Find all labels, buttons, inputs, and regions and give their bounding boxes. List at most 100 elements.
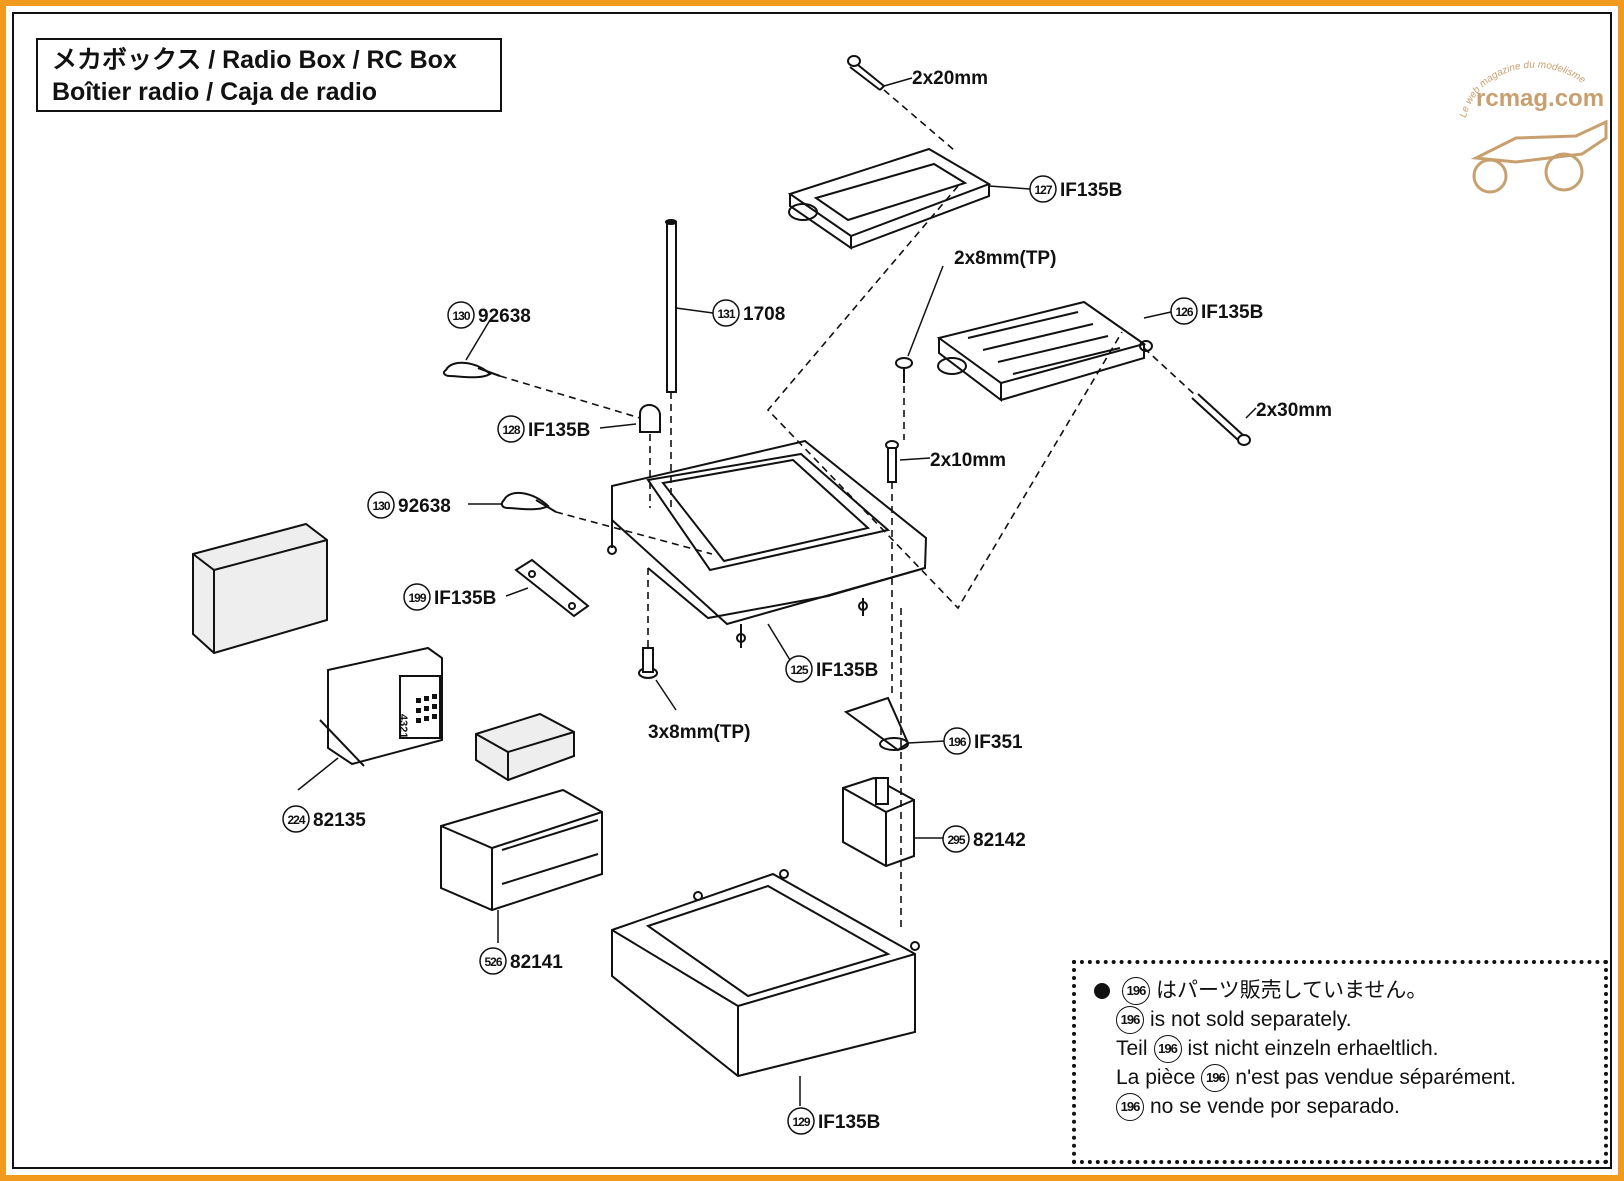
- note-part-number: 196: [1201, 1063, 1230, 1092]
- screw-3x8-icon: [638, 647, 658, 679]
- note-part-number: 196: [1116, 1092, 1144, 1121]
- receiver-label: 4321: [397, 714, 409, 738]
- callout-part-224: 224 82135: [282, 805, 366, 833]
- foam-small-icon: [475, 712, 575, 782]
- callout-number-circle: [785, 655, 813, 683]
- callout-number-circle: [497, 415, 525, 443]
- callout-code: IF135B: [818, 1112, 880, 1133]
- note-fr: La pièce 196 n'est pas vendue séparément…: [1094, 1063, 1586, 1092]
- watermark-logo: Le web magazine du modelisme rcmag.com: [1458, 60, 1608, 194]
- lid-126-icon: [936, 300, 1153, 403]
- callout-screw-3x8tp: 3x8mm(TP): [648, 722, 750, 743]
- antenna-pole-131-icon: [665, 219, 677, 393]
- callout-code: 2x10mm: [930, 450, 1006, 471]
- callout-part-128: 128 IF135B: [497, 415, 590, 443]
- callout-part-130b: 130 92638: [367, 491, 451, 519]
- callout-number: 127: [1034, 183, 1052, 197]
- callout-number: 224: [287, 813, 305, 827]
- callout-code: IF135B: [816, 660, 878, 681]
- note-de: Teil 196 ist nicht einzeln erhaeltlich.: [1094, 1034, 1586, 1063]
- note-jp-text: はパーツ販売していません。: [1156, 979, 1428, 1002]
- screw-2x10-icon: [885, 440, 899, 483]
- callout-number-circle: [479, 947, 507, 975]
- callout-number-circle: [712, 299, 740, 327]
- watermark-brand: rcmag.com: [1476, 85, 1604, 112]
- callout-code: IF135B: [528, 420, 590, 441]
- callout-screw-2x8tp: 2x8mm(TP): [954, 248, 1056, 269]
- callout-code: 92638: [398, 496, 451, 517]
- note-en: 196 is not sold separately.: [1094, 1005, 1586, 1034]
- callout-number-circle: [1029, 175, 1057, 203]
- callout-code: 2x20mm: [912, 68, 988, 89]
- callout-part-130a: 130 92638: [447, 301, 531, 329]
- callout-code: 92638: [478, 306, 531, 327]
- case-129-icon: [611, 869, 920, 1078]
- switch-295-icon: [842, 776, 915, 868]
- callout-number-circle: [447, 301, 475, 329]
- callout-code: IF135B: [434, 588, 496, 609]
- battery-box-526-icon: [440, 788, 603, 912]
- note-jp: 196 はパーツ販売していません。: [1094, 976, 1586, 1005]
- note-fr-prefix: La pièce: [1116, 1066, 1196, 1089]
- title-line-1: メカボックス / Radio Box / RC Box: [52, 46, 457, 74]
- callout-number: 126: [1175, 305, 1193, 319]
- callout-number-circle: [942, 825, 970, 853]
- callout-number: 131: [717, 307, 735, 321]
- callout-code: 3x8mm(TP): [648, 722, 750, 743]
- callout-code: IF351: [974, 732, 1023, 753]
- note-es: 196 no se vende por separado.: [1094, 1092, 1586, 1121]
- callout-screw-2x30: 2x30mm: [1256, 400, 1332, 421]
- assembly-lines: [499, 89, 1195, 928]
- callout-number: 199: [408, 591, 426, 605]
- note-en-text: is not sold separately.: [1150, 1008, 1352, 1031]
- callout-number-circle: [943, 727, 971, 755]
- callout-number: 130: [452, 309, 470, 323]
- note-fr-text: n'est pas vendue séparément.: [1235, 1066, 1517, 1089]
- callout-code: 82142: [973, 830, 1026, 851]
- callout-number: 130: [372, 499, 390, 513]
- note-part-number: 196: [1116, 1005, 1144, 1034]
- clip-130a-icon: [442, 361, 501, 379]
- note-de-text: ist nicht einzeln erhaeltlich.: [1187, 1037, 1439, 1060]
- note-de-prefix: Teil: [1116, 1037, 1148, 1060]
- screw-2x8-icon: [895, 357, 913, 383]
- callout-part-127: 127 IF135B: [1029, 175, 1122, 203]
- title-box: メカボックス / Radio Box / RC Box Boîtier radi…: [36, 38, 502, 112]
- foam-block-icon: [192, 522, 328, 655]
- callout-code: 2x30mm: [1256, 400, 1332, 421]
- bracket-196-icon: [843, 696, 910, 752]
- note-part-number: 196: [1153, 1034, 1182, 1063]
- callout-number: 526: [484, 955, 502, 969]
- callout-number: 128: [502, 423, 520, 437]
- leader-lines: [297, 77, 1257, 1106]
- callout-code: IF135B: [1201, 302, 1263, 323]
- callout-number-circle: [1170, 297, 1198, 325]
- callout-number: 129: [792, 1115, 810, 1129]
- callout-part-125: 125 IF135B: [785, 655, 878, 683]
- note-part-number: 196: [1122, 976, 1150, 1005]
- exploded-view: 2x20mm127IF135B2x8mm(TP)126IF135B2x30mm1…: [192, 55, 1332, 1135]
- note-box: 196 はパーツ販売していません。 196 is not sold separa…: [1072, 960, 1608, 1164]
- callout-part-126: 126 IF135B: [1170, 297, 1263, 325]
- callout-code: 82135: [313, 810, 366, 831]
- title-line-2: Boîtier radio / Caja de radio: [52, 78, 378, 106]
- screw-2x20-icon: [847, 55, 885, 91]
- callout-number: 125: [790, 663, 808, 677]
- callout-number-circle: [403, 583, 431, 611]
- callout-screw-2x10: 2x10mm: [930, 450, 1006, 471]
- lid-127-icon: [787, 147, 992, 250]
- bullet-icon: [1094, 982, 1110, 999]
- callout-code: 2x8mm(TP): [954, 248, 1056, 269]
- receiver-224-icon: [319, 646, 443, 767]
- screw-2x30-icon: [1191, 393, 1251, 446]
- clip-130b-icon: [500, 491, 557, 513]
- cap-128-icon: [639, 404, 661, 433]
- callout-number-circle: [367, 491, 395, 519]
- callout-code: IF135B: [1060, 180, 1122, 201]
